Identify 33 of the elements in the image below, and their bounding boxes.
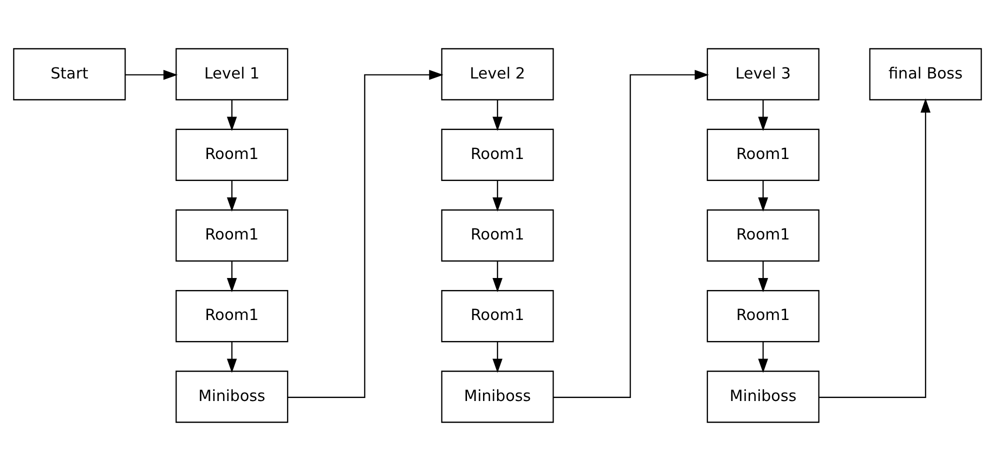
node-box: Room1 bbox=[706, 208, 820, 262]
arrow bbox=[288, 69, 444, 398]
node-box: Level 2 bbox=[441, 48, 554, 100]
arrow bbox=[492, 341, 502, 372]
arrow bbox=[125, 69, 178, 80]
node-box: Start bbox=[13, 48, 126, 100]
arrow bbox=[819, 98, 931, 398]
node-box: Room1 bbox=[706, 128, 820, 180]
node-box: Level 1 bbox=[176, 48, 288, 100]
node-box: Room1 bbox=[176, 208, 288, 262]
arrow bbox=[492, 99, 502, 131]
arrow bbox=[758, 99, 768, 131]
node-box: Level 3 bbox=[706, 48, 820, 100]
arrow bbox=[553, 69, 709, 398]
node-box: Miniboss bbox=[176, 370, 288, 422]
arrow bbox=[758, 341, 768, 372]
node-box: Room1 bbox=[176, 128, 288, 180]
node-box: Miniboss bbox=[441, 370, 554, 422]
node-box: final Boss bbox=[869, 48, 982, 100]
arrow bbox=[758, 260, 768, 292]
node-box: Room1 bbox=[441, 128, 554, 180]
arrow bbox=[492, 180, 502, 212]
arrow bbox=[226, 341, 237, 372]
arrow bbox=[226, 99, 237, 131]
node-box: Room1 bbox=[441, 208, 554, 262]
node-box: Miniboss bbox=[706, 370, 820, 422]
arrow bbox=[226, 260, 237, 292]
node-box: Room1 bbox=[176, 290, 288, 342]
arrow bbox=[492, 260, 502, 292]
arrow bbox=[226, 180, 237, 212]
node-box: Room1 bbox=[706, 290, 820, 342]
arrow bbox=[758, 180, 768, 212]
node-box: Room1 bbox=[441, 290, 554, 342]
